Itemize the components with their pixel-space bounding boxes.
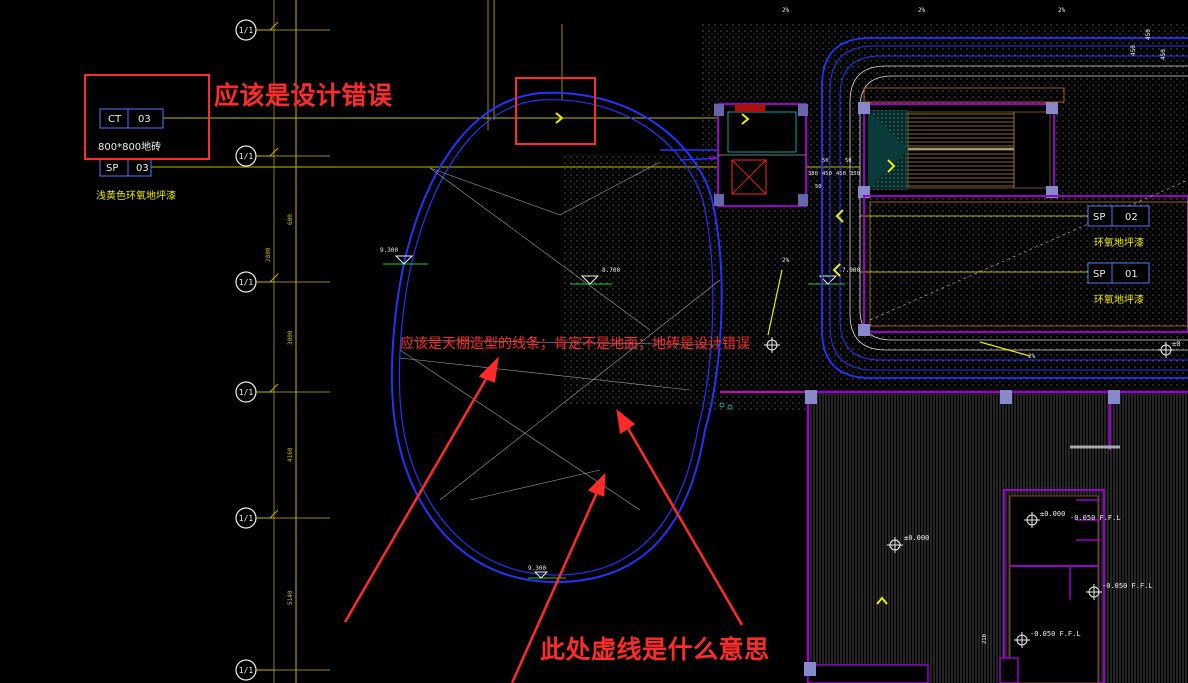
- tag-num: 03: [138, 114, 151, 125]
- grid-axis: [258, 0, 330, 683]
- grid-dimensions: 2800 600 3000 4160 5140: [265, 214, 294, 605]
- dim-text: 50: [822, 158, 829, 164]
- dim-text: 50: [845, 158, 852, 164]
- slope-text: 2%: [782, 7, 790, 14]
- tag-desc: 环氧地坪漆: [1094, 236, 1144, 249]
- annotation-design-error: 应该是设计错误: [214, 81, 393, 110]
- tag-code: SP: [1093, 269, 1105, 280]
- material-tag-texts: CT 03 SP 03 SP 02 SP 01: [106, 114, 1138, 280]
- annotation-ceiling-lines: 应该是天棚造型的线条；肯定不是地面；地砖是设计错误: [400, 336, 750, 352]
- level-text: 8.700: [602, 267, 620, 274]
- inner-room: [858, 179, 1188, 336]
- svg-text:450: 450: [1145, 29, 1152, 40]
- svg-text:450: 450: [1160, 49, 1167, 60]
- floor-level-texts: ±0.000 ±0.000 -0.050 F.F.L -0.050 F.F.L …: [904, 340, 1180, 638]
- dimension-text: 3000: [287, 330, 294, 345]
- annotation-dashed-question: 此处虚线是什么意思: [540, 635, 770, 664]
- annotation-arrows: [343, 356, 744, 683]
- dim-text: 450: [836, 171, 846, 177]
- right-building-outline: [821, 37, 1188, 379]
- grid-label: 1/1: [239, 514, 254, 523]
- dimension-text: 2800: [265, 247, 272, 262]
- small-markers: [709, 155, 733, 410]
- tag-num: 03: [136, 163, 149, 174]
- slope-text: 2%: [918, 7, 926, 14]
- dim-text: 210: [982, 634, 988, 644]
- level-text: 9.300: [380, 247, 398, 254]
- hatched-floor-area: [808, 392, 1188, 683]
- grid-label: 1/1: [239, 26, 254, 35]
- grid-label: 1/1: [239, 666, 254, 675]
- grid-label: 1/1: [239, 278, 254, 287]
- floor-level-text: -0.050 F.F.L: [1102, 582, 1153, 590]
- dimension-text: 5140: [287, 590, 294, 605]
- annotation-box-tag: [84, 74, 210, 160]
- dimension-text: 4160: [287, 447, 294, 462]
- tag-num: 01: [1125, 269, 1138, 280]
- tag-code: CT: [108, 114, 122, 125]
- grid-label: 1/1: [239, 152, 254, 161]
- dim-text: 350: [850, 171, 860, 177]
- slope-arrows: [767, 269, 1031, 357]
- annotation-box-arrow: [515, 77, 596, 145]
- floor-level-symbols: [764, 337, 1174, 648]
- level-text: 7.000: [842, 267, 860, 274]
- material-tag-sp01: [1087, 262, 1150, 284]
- vertical-dims-right: 450 450 450: [1130, 29, 1167, 60]
- dim-text: 50: [815, 184, 822, 190]
- slope-text: 2%: [1058, 7, 1066, 14]
- dimension-text: 600: [287, 214, 294, 225]
- tag-desc: 浅黄色环氧地坪漆: [96, 189, 176, 202]
- material-tag-descs: 800*800地砖: [98, 140, 161, 153]
- stair-room: [858, 87, 1065, 198]
- guide-lines: [487, 0, 563, 130]
- core-block: [714, 103, 808, 207]
- floor-level-text: ±0.000: [904, 534, 929, 542]
- dim-text: 380: [808, 171, 818, 177]
- grid-bubble-labels: 1/1 1/1 1/1 1/1 1/1 1/1: [239, 26, 254, 675]
- grid-label: 1/1: [239, 388, 254, 397]
- level-texts: 9.300 8.700 9.300 7.000: [380, 247, 860, 572]
- lower-right-walls: [720, 390, 1188, 683]
- svg-text:450: 450: [1130, 45, 1137, 56]
- tag-num: 02: [1125, 212, 1138, 223]
- grid-bubbles: [235, 19, 274, 681]
- material-tag-descs-yellow: 浅黄色环氧地坪漆 环氧地坪漆 环氧地坪漆: [96, 189, 1144, 306]
- floor-level-text: ±0.000: [1040, 510, 1065, 518]
- level-markers: [383, 255, 845, 579]
- tag-desc: 800*800地砖: [98, 140, 161, 153]
- floor-level-text: -0.050 F.F.L: [1030, 630, 1081, 638]
- dim-text: 450: [822, 171, 832, 177]
- slope-labels: 2% 2% 2% 2% 2%: [782, 7, 1066, 360]
- slope-text: 2%: [1028, 353, 1036, 360]
- material-tag-ct03: [99, 108, 164, 129]
- floor-level-text: -0.050 F.F.L: [1070, 514, 1121, 522]
- mask: [562, 24, 702, 154]
- tag-desc: 环氧地坪漆: [1094, 293, 1144, 306]
- material-tag-sp02: [1087, 205, 1150, 227]
- level-text: 9.300: [528, 565, 546, 572]
- slope-text: 2%: [782, 257, 790, 264]
- direction-arrows: [555, 112, 896, 605]
- tag-code: SP: [106, 163, 118, 174]
- tag-code: SP: [1093, 212, 1105, 223]
- floor-level-text: ±0: [1172, 340, 1180, 348]
